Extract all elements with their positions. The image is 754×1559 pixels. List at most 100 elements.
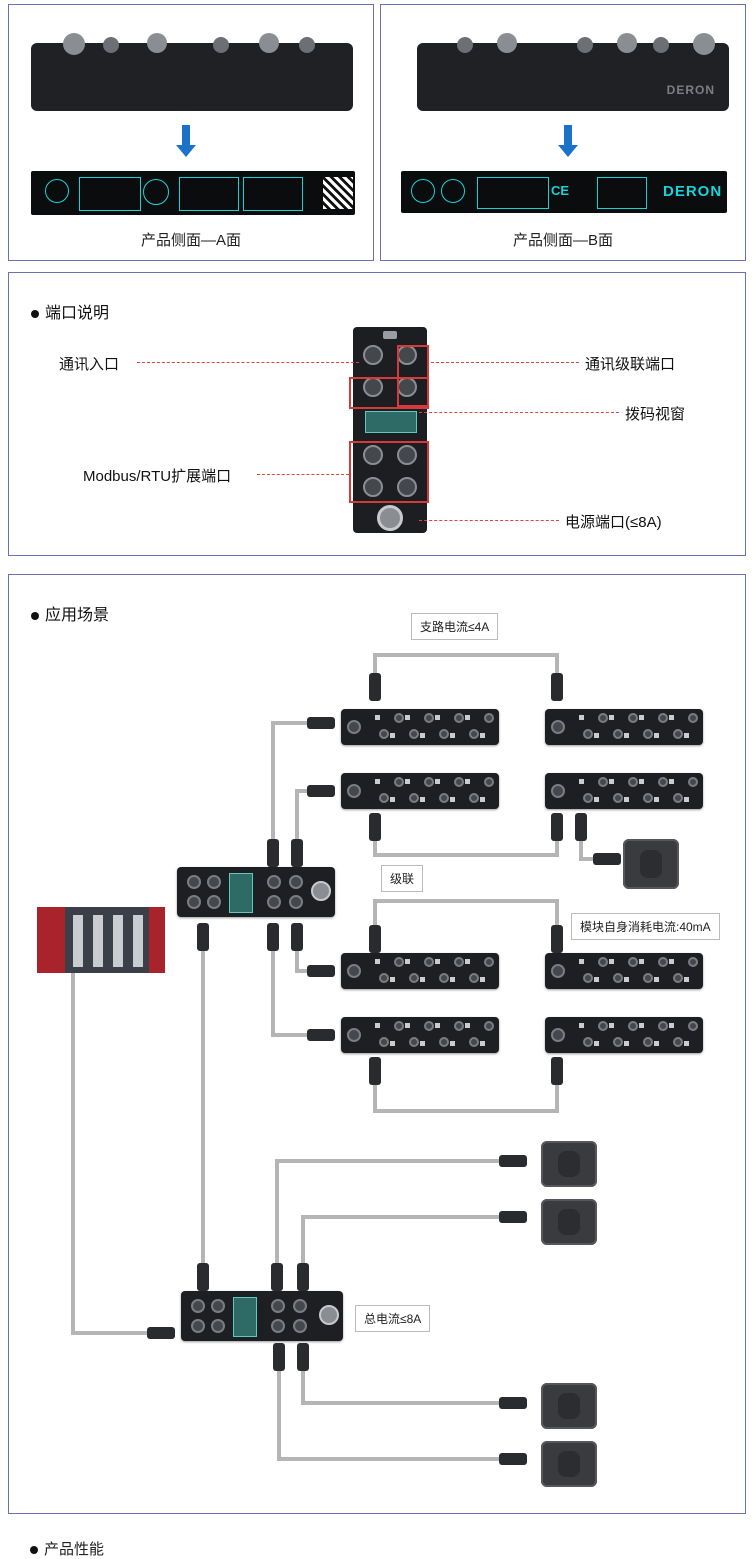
arrow-down-icon	[182, 125, 190, 147]
io-port	[484, 713, 494, 723]
io-port	[673, 793, 683, 803]
label-comm-cascade: 通讯级联端口	[585, 356, 676, 373]
side-a-panel: 产品侧面—A面	[8, 4, 374, 261]
tag-branch-current: 支路电流≤4A	[411, 613, 499, 640]
io-indicator	[405, 715, 410, 720]
tag-cascade: 级联	[381, 865, 424, 892]
io-indicator	[639, 715, 644, 720]
io-indicator	[624, 733, 629, 738]
ce-mark: CE	[551, 183, 570, 198]
io-port	[484, 777, 494, 787]
connector-row-b	[457, 33, 717, 63]
leader-dip-window	[419, 412, 619, 413]
io-port	[583, 793, 593, 803]
io-indicator	[669, 715, 674, 720]
highlight-comm-ports	[349, 377, 429, 409]
io-port	[598, 713, 608, 723]
io-indicator	[450, 1041, 455, 1046]
io-port	[673, 973, 683, 983]
io-indicator	[609, 779, 614, 784]
arrow-down-head	[176, 145, 196, 157]
io-port	[628, 713, 638, 723]
io-port	[613, 973, 623, 983]
connector-row-a	[63, 33, 323, 63]
io-port	[583, 729, 593, 739]
io-port	[424, 777, 434, 787]
io-port	[439, 973, 449, 983]
io-port	[454, 777, 464, 787]
io-indicator	[375, 779, 380, 784]
io-port	[424, 713, 434, 723]
io-indicator	[579, 715, 584, 720]
side-b-label-screen: CE DERON	[401, 171, 727, 213]
section-title-ports: 端口说明	[31, 299, 109, 323]
io-indicator	[375, 959, 380, 964]
field-device	[541, 1383, 597, 1429]
io-port	[598, 1021, 608, 1031]
io-module	[341, 773, 499, 809]
io-indicator	[420, 977, 425, 982]
io-port	[409, 793, 419, 803]
io-indicator	[390, 733, 395, 738]
io-port	[583, 973, 593, 983]
io-indicator	[609, 1023, 614, 1028]
product-photo-a	[31, 43, 353, 111]
label-modbus-ext: Modbus/RTU扩展端口	[83, 468, 232, 485]
section-title-application: 应用场景	[31, 601, 109, 625]
io-port	[598, 777, 608, 787]
field-device	[541, 1441, 597, 1487]
brand-imprint: DERON	[666, 83, 715, 97]
io-port	[598, 957, 608, 967]
io-port	[628, 777, 638, 787]
io-port	[613, 793, 623, 803]
io-indicator	[669, 1023, 674, 1028]
io-indicator	[654, 733, 659, 738]
io-port	[409, 1037, 419, 1047]
io-port	[658, 777, 668, 787]
io-port	[643, 1037, 653, 1047]
io-indicator	[480, 1041, 485, 1046]
io-indicator	[684, 977, 689, 982]
io-port	[688, 957, 698, 967]
io-indicator	[594, 733, 599, 738]
io-indicator	[669, 959, 674, 964]
highlight-cascade-ports	[397, 345, 429, 407]
application-panel: 应用场景 支路电流≤4A 级联 模块自身消耗电流:40mA 总电流≤8A	[8, 574, 746, 1514]
io-port	[454, 957, 464, 967]
io-port	[484, 1021, 494, 1031]
io-indicator	[624, 977, 629, 982]
bullet-dot-icon	[31, 309, 39, 318]
bullet-dot-icon	[31, 611, 39, 620]
io-port	[454, 1021, 464, 1031]
io-port	[613, 729, 623, 739]
io-port	[469, 793, 479, 803]
bus-port	[347, 964, 361, 978]
bus-port	[551, 1028, 565, 1042]
leader-power	[419, 520, 559, 521]
io-port	[688, 713, 698, 723]
io-port	[688, 1021, 698, 1031]
field-device	[623, 839, 679, 889]
io-indicator	[375, 715, 380, 720]
bus-port	[347, 784, 361, 798]
bullet-dot-icon	[30, 1546, 38, 1555]
field-device	[541, 1141, 597, 1187]
io-port	[469, 729, 479, 739]
field-device	[541, 1199, 597, 1245]
io-indicator	[420, 1041, 425, 1046]
io-port	[439, 729, 449, 739]
io-port	[688, 777, 698, 787]
io-indicator	[609, 715, 614, 720]
io-indicator	[375, 1023, 380, 1028]
io-indicator	[480, 977, 485, 982]
io-indicator	[639, 959, 644, 964]
io-indicator	[435, 779, 440, 784]
io-port	[469, 973, 479, 983]
io-indicator	[624, 797, 629, 802]
label-comm-in: 通讯入口	[59, 356, 120, 373]
io-port	[643, 729, 653, 739]
arrow-down-icon	[564, 125, 572, 147]
io-indicator	[684, 733, 689, 738]
tag-total-current: 总电流≤8A	[355, 1305, 431, 1332]
io-port	[628, 1021, 638, 1031]
